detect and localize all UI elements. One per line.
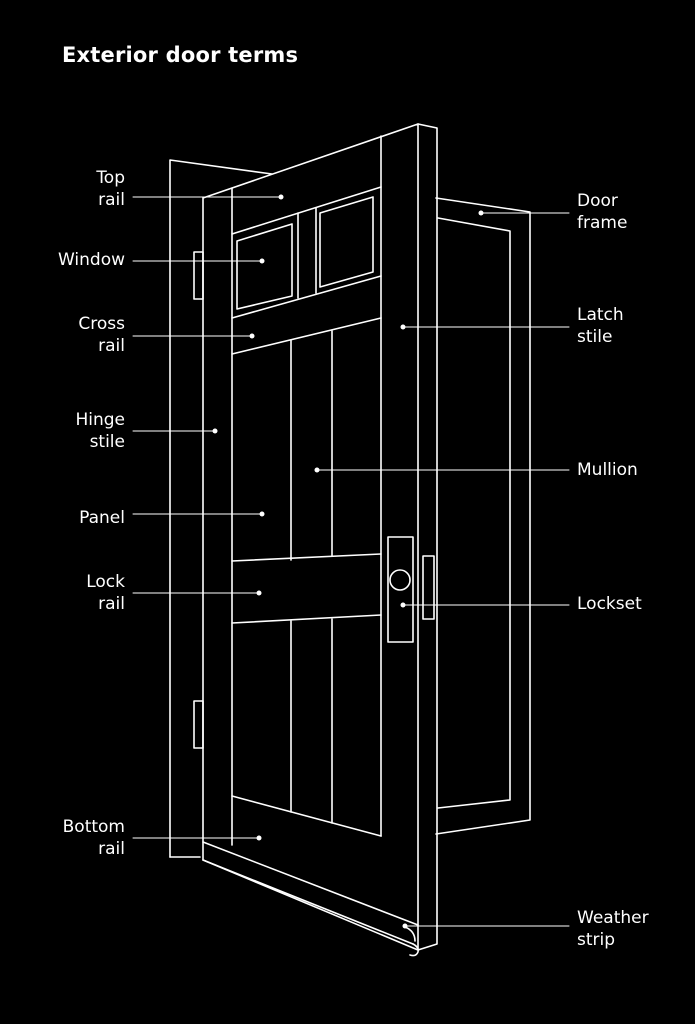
label-top-rail: Top rail — [96, 168, 125, 210]
leader-dots — [212, 194, 484, 929]
leader-lines — [132, 196, 570, 927]
label-bottom-rail: Bottom rail — [62, 817, 125, 859]
label-cross-rail: Cross rail — [78, 314, 125, 356]
label-latch-stile: Latch stile — [577, 305, 624, 347]
label-weather-strip: Weather strip — [577, 908, 649, 950]
label-lockset: Lockset — [577, 594, 642, 614]
door-slab-drawing — [202, 123, 438, 957]
label-panel: Panel — [79, 508, 125, 528]
label-lock-rail: Lock rail — [86, 572, 125, 614]
label-window: Window — [57, 250, 125, 270]
door-frame-drawing — [169, 159, 531, 858]
label-door-frame: Door frame — [577, 191, 628, 233]
lockset-drawing — [387, 536, 435, 643]
page-title: Exterior door terms — [62, 43, 299, 67]
label-mullion: Mullion — [577, 460, 638, 480]
label-hinge-stile: Hinge stile — [75, 410, 125, 452]
